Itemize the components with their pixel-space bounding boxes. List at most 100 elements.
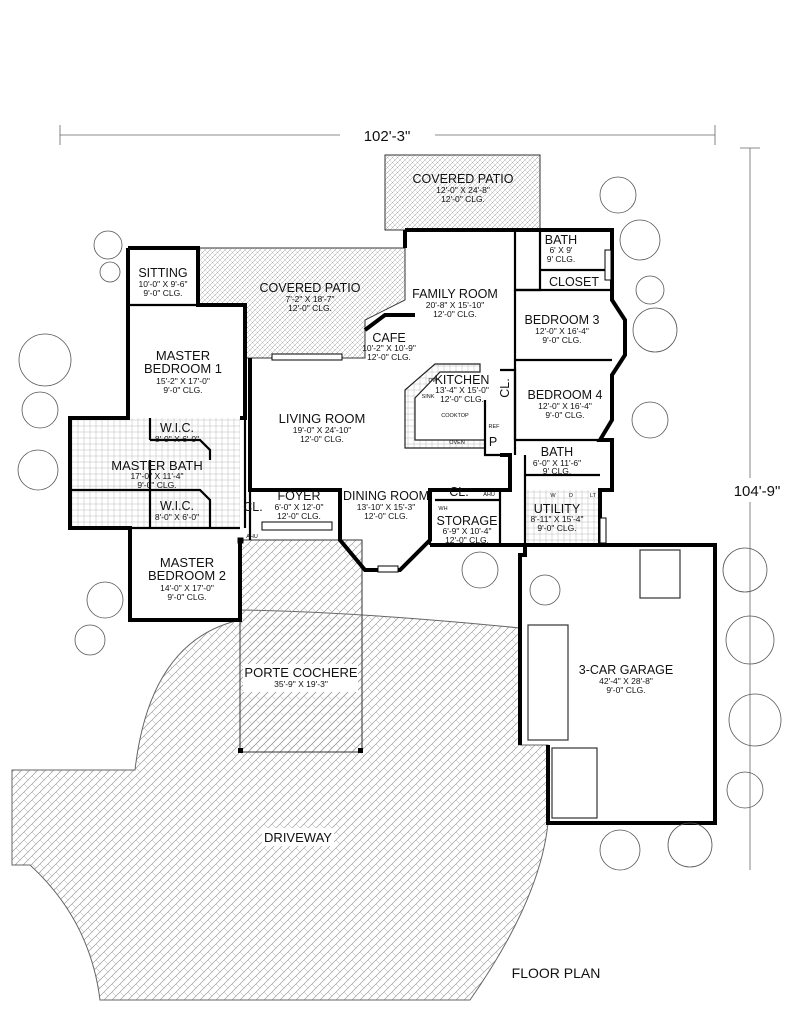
- svg-text:9' CLG.: 9' CLG.: [543, 466, 572, 476]
- room-master-bedroom-1: MASTER BEDROOM 1 15'-2" X 17'-0" 9'-0" C…: [144, 348, 222, 395]
- oven-label: OVEN: [449, 440, 465, 446]
- svg-text:12'-0" CLG.: 12'-0" CLG.: [288, 303, 332, 313]
- svg-text:6'-9" X 10'-4": 6'-9" X 10'-4": [443, 526, 492, 536]
- sink-label: SINK: [422, 394, 435, 400]
- svg-text:17'-0" X 11'-4": 17'-0" X 11'-4": [130, 471, 183, 481]
- room-bath-mid: BATH 6'-0" X 11'-6" 9' CLG.: [533, 445, 581, 476]
- room-driveway: DRIVEWAY: [262, 828, 334, 846]
- svg-text:42'-4" X 28'-8": 42'-4" X 28'-8": [599, 676, 653, 686]
- room-storage: STORAGE 6'-9" X 10'-4" 12'-0" CLG.: [437, 514, 498, 545]
- garage-doors: [527, 549, 681, 819]
- svg-text:8'-0" X 6'-0": 8'-0" X 6'-0": [155, 434, 199, 444]
- svg-text:9' CLG.: 9' CLG.: [547, 254, 576, 264]
- room-wic-1: W.I.C. 8'-0" X 6'-0": [155, 421, 199, 444]
- room-closet: CLOSET: [549, 275, 599, 289]
- svg-text:W.I.C.: W.I.C.: [160, 421, 194, 435]
- svg-text:BEDROOM 2: BEDROOM 2: [148, 568, 226, 583]
- room-kitchen: KITCHEN 13'-4" X 15'-0" 12'-0" CLG.: [435, 373, 490, 404]
- landscaping: [17, 176, 782, 871]
- room-porte-cochere: PORTE COCHERE 35'-9" X 19'-3": [243, 664, 358, 692]
- master-bath-floor: [70, 418, 240, 528]
- room-family-room: FAMILY ROOM 20'-8" X 15'-10" 12'-0" CLG.: [412, 287, 498, 319]
- svg-text:9'-0" CLG.: 9'-0" CLG.: [163, 385, 202, 395]
- room-covered-patio-main: COVERED PATIO 7'-2" X 18'-7" 12'-0" CLG.: [260, 281, 361, 313]
- svg-text:35'-9" X 19'-3": 35'-9" X 19'-3": [274, 679, 328, 689]
- svg-text:BEDROOM 1: BEDROOM 1: [144, 361, 222, 376]
- kitchen-counter: [404, 363, 486, 449]
- width-dimension: 102'-3": [364, 128, 411, 145]
- svg-text:BATH: BATH: [541, 445, 573, 459]
- room-wic-2: W.I.C. 8'-0" X 6'-0": [155, 499, 199, 522]
- svg-text:CAFE: CAFE: [372, 331, 405, 345]
- svg-text:STORAGE: STORAGE: [437, 514, 498, 528]
- depth-dimension-line: [740, 147, 760, 870]
- svg-text:19'-0" X 24'-10": 19'-0" X 24'-10": [293, 425, 351, 435]
- svg-text:12'-0" CLG.: 12'-0" CLG.: [367, 352, 411, 362]
- room-master-bedroom-2: MASTER BEDROOM 2 14'-0" X 17'-0" 9'-0" C…: [148, 555, 226, 602]
- svg-text:13'-10" X 15'-3": 13'-10" X 15'-3": [357, 502, 415, 512]
- room-bedroom-3: BEDROOM 3 12'-0" X 16'-4" 9'-0" CLG.: [524, 313, 599, 345]
- svg-text:9'-0" CLG.: 9'-0" CLG.: [606, 685, 645, 695]
- room-dining-room: DINING ROOM 13'-10" X 15'-3" 12'-0" CLG.: [343, 489, 429, 521]
- room-utility: UTILITY 8'-11" X 15'-4" 9'-0" CLG.: [530, 502, 583, 533]
- svg-text:15'-2" X 17'-0": 15'-2" X 17'-0": [156, 376, 210, 386]
- room-covered-patio-top: COVERED PATIO 12'-0" X 24'-8" 12'-0" CLG…: [413, 172, 514, 204]
- svg-text:SITTING: SITTING: [138, 266, 187, 280]
- svg-text:9'-0" CLG.: 9'-0" CLG.: [537, 523, 576, 533]
- svg-text:MASTER BATH: MASTER BATH: [111, 458, 203, 473]
- laundry-tub-label: LT: [590, 493, 597, 499]
- svg-text:9'-0" CLG.: 9'-0" CLG.: [137, 480, 176, 490]
- svg-text:20'-8" X 15'-10": 20'-8" X 15'-10": [426, 300, 484, 310]
- svg-text:9'-0" CLG.: 9'-0" CLG.: [542, 335, 581, 345]
- svg-text:W.I.C.: W.I.C.: [160, 499, 194, 513]
- svg-text:3-CAR GARAGE: 3-CAR GARAGE: [579, 663, 673, 677]
- svg-text:8'-0" X 6'-0": 8'-0" X 6'-0": [155, 512, 199, 522]
- svg-text:12'-0" CLG.: 12'-0" CLG.: [277, 511, 321, 521]
- svg-text:12'-0" X 16'-4": 12'-0" X 16'-4": [535, 326, 589, 336]
- svg-text:12'-0" CLG.: 12'-0" CLG.: [433, 309, 477, 319]
- svg-text:6'-0" X 11'-6": 6'-0" X 11'-6": [533, 458, 581, 468]
- room-bath-top: BATH 6' X 9' 9' CLG.: [545, 233, 577, 264]
- svg-text:10'-2" X 10'-9": 10'-2" X 10'-9": [362, 343, 416, 353]
- utility-floor: [525, 490, 600, 545]
- svg-text:BEDROOM 4: BEDROOM 4: [527, 388, 602, 402]
- room-living-room: LIVING ROOM 19'-0" X 24'-10" 12'-0" CLG.: [279, 411, 366, 444]
- room-cl-foyer: CL.: [243, 500, 262, 514]
- svg-text:LIVING ROOM: LIVING ROOM: [279, 411, 366, 426]
- svg-text:6' X 9': 6' X 9': [549, 245, 572, 255]
- svg-text:6'-0" X 12'-0": 6'-0" X 12'-0": [275, 502, 324, 512]
- svg-text:MASTER: MASTER: [160, 555, 214, 570]
- svg-text:DINING ROOM: DINING ROOM: [343, 489, 429, 503]
- svg-text:12'-0" CLG.: 12'-0" CLG.: [440, 394, 484, 404]
- room-bedroom-4: BEDROOM 4 12'-0" X 16'-4" 9'-0" CLG.: [527, 388, 602, 420]
- room-foyer: FOYER 6'-0" X 12'-0" 12'-0" CLG.: [275, 489, 324, 521]
- svg-text:COVERED PATIO: COVERED PATIO: [260, 281, 361, 295]
- washer-label: W: [550, 493, 556, 499]
- svg-text:7'-2" X 18'-7": 7'-2" X 18'-7": [286, 294, 335, 304]
- room-cl-kitchen: CL.: [498, 378, 512, 397]
- dw-label: DW: [428, 378, 438, 384]
- depth-dimension: 104'-9": [734, 483, 781, 500]
- ref-label: REF: [489, 424, 501, 430]
- svg-text:COVERED PATIO: COVERED PATIO: [413, 172, 514, 186]
- dryer-label: D: [569, 493, 573, 499]
- room-cl-mid: CL.: [449, 485, 468, 499]
- room-cafe: CAFE 10'-2" X 10'-9" 12'-0" CLG.: [362, 331, 416, 362]
- svg-text:10'-0" X 9'-6": 10'-0" X 9'-6": [139, 279, 188, 289]
- svg-text:12'-0" CLG.: 12'-0" CLG.: [441, 194, 485, 204]
- svg-text:12'-0" CLG.: 12'-0" CLG.: [445, 535, 489, 545]
- svg-text:14'-0" X 17'-0": 14'-0" X 17'-0": [160, 583, 214, 593]
- svg-text:9'-0" CLG.: 9'-0" CLG.: [545, 410, 584, 420]
- window-openings: [237, 249, 612, 573]
- interior-walls: [70, 230, 612, 545]
- svg-text:12'-0" X 16'-4": 12'-0" X 16'-4": [538, 401, 592, 411]
- room-master-bath: MASTER BATH 17'-0" X 11'-4" 9'-0" CLG.: [111, 458, 203, 490]
- svg-text:12'-0" CLG.: 12'-0" CLG.: [364, 511, 408, 521]
- wh-label: WH: [438, 506, 447, 512]
- svg-text:13'-4" X 15'-0": 13'-4" X 15'-0": [435, 385, 489, 395]
- porte-cochere-area: [239, 539, 363, 753]
- ahu-mid-label: AHU: [483, 492, 495, 498]
- porte-cochere-columns: [238, 748, 363, 753]
- svg-text:DRIVEWAY: DRIVEWAY: [264, 830, 332, 845]
